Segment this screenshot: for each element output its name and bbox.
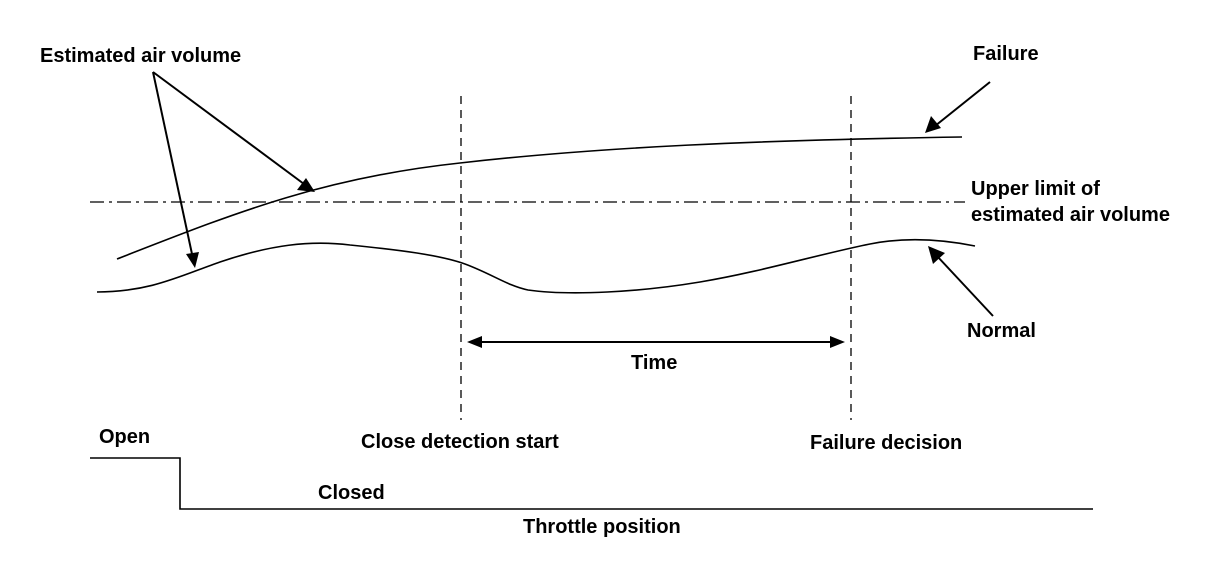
failure-pointer	[925, 81, 991, 133]
close-detection-start-label: Close detection start	[361, 431, 559, 453]
estimated-air-volume-pointer-upper	[152, 71, 315, 192]
failure-curve	[116, 136, 963, 260]
upper-limit-label-line1: Upper limit of	[971, 178, 1100, 200]
throttle-position-label: Throttle position	[523, 516, 681, 538]
estimated-air-volume-label: Estimated air volume	[40, 45, 241, 67]
time-span-arrow	[467, 336, 845, 348]
upper-limit-label-line2: estimated air volume	[971, 204, 1170, 226]
time-arrowhead-right	[830, 336, 845, 348]
time-arrowhead-left	[467, 336, 482, 348]
failure-label: Failure	[973, 43, 1039, 65]
throttle-position-line	[90, 457, 1093, 510]
normal-curve	[96, 238, 976, 294]
normal-pointer	[928, 246, 994, 317]
open-label: Open	[99, 426, 150, 448]
estimated-air-volume-pointer-lower	[152, 71, 199, 268]
failure-decision-label: Failure decision	[810, 432, 962, 454]
time-label: Time	[631, 352, 677, 374]
normal-label: Normal	[967, 320, 1036, 342]
closed-label: Closed	[318, 482, 385, 504]
